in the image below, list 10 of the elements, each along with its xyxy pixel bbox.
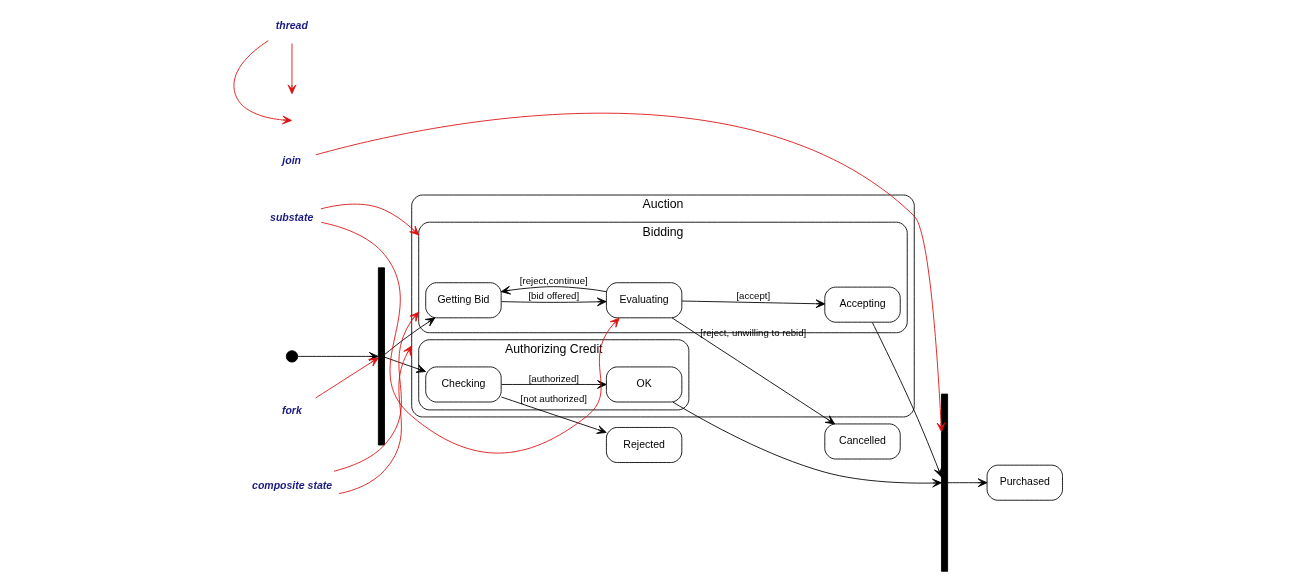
node-text: join <box>282 153 302 166</box>
edge-label: [authorized] <box>528 372 579 384</box>
node-text: composite state <box>252 478 333 491</box>
edge-label: [accept] <box>736 290 771 302</box>
node-text: thread <box>275 19 308 32</box>
node-text: substate <box>270 210 314 223</box>
node-text: fork <box>281 404 302 417</box>
edge-label: [not authorized] <box>520 392 587 404</box>
edge-label: [bid offered] <box>528 290 580 302</box>
edge-label: [reject,continue] <box>519 275 588 287</box>
